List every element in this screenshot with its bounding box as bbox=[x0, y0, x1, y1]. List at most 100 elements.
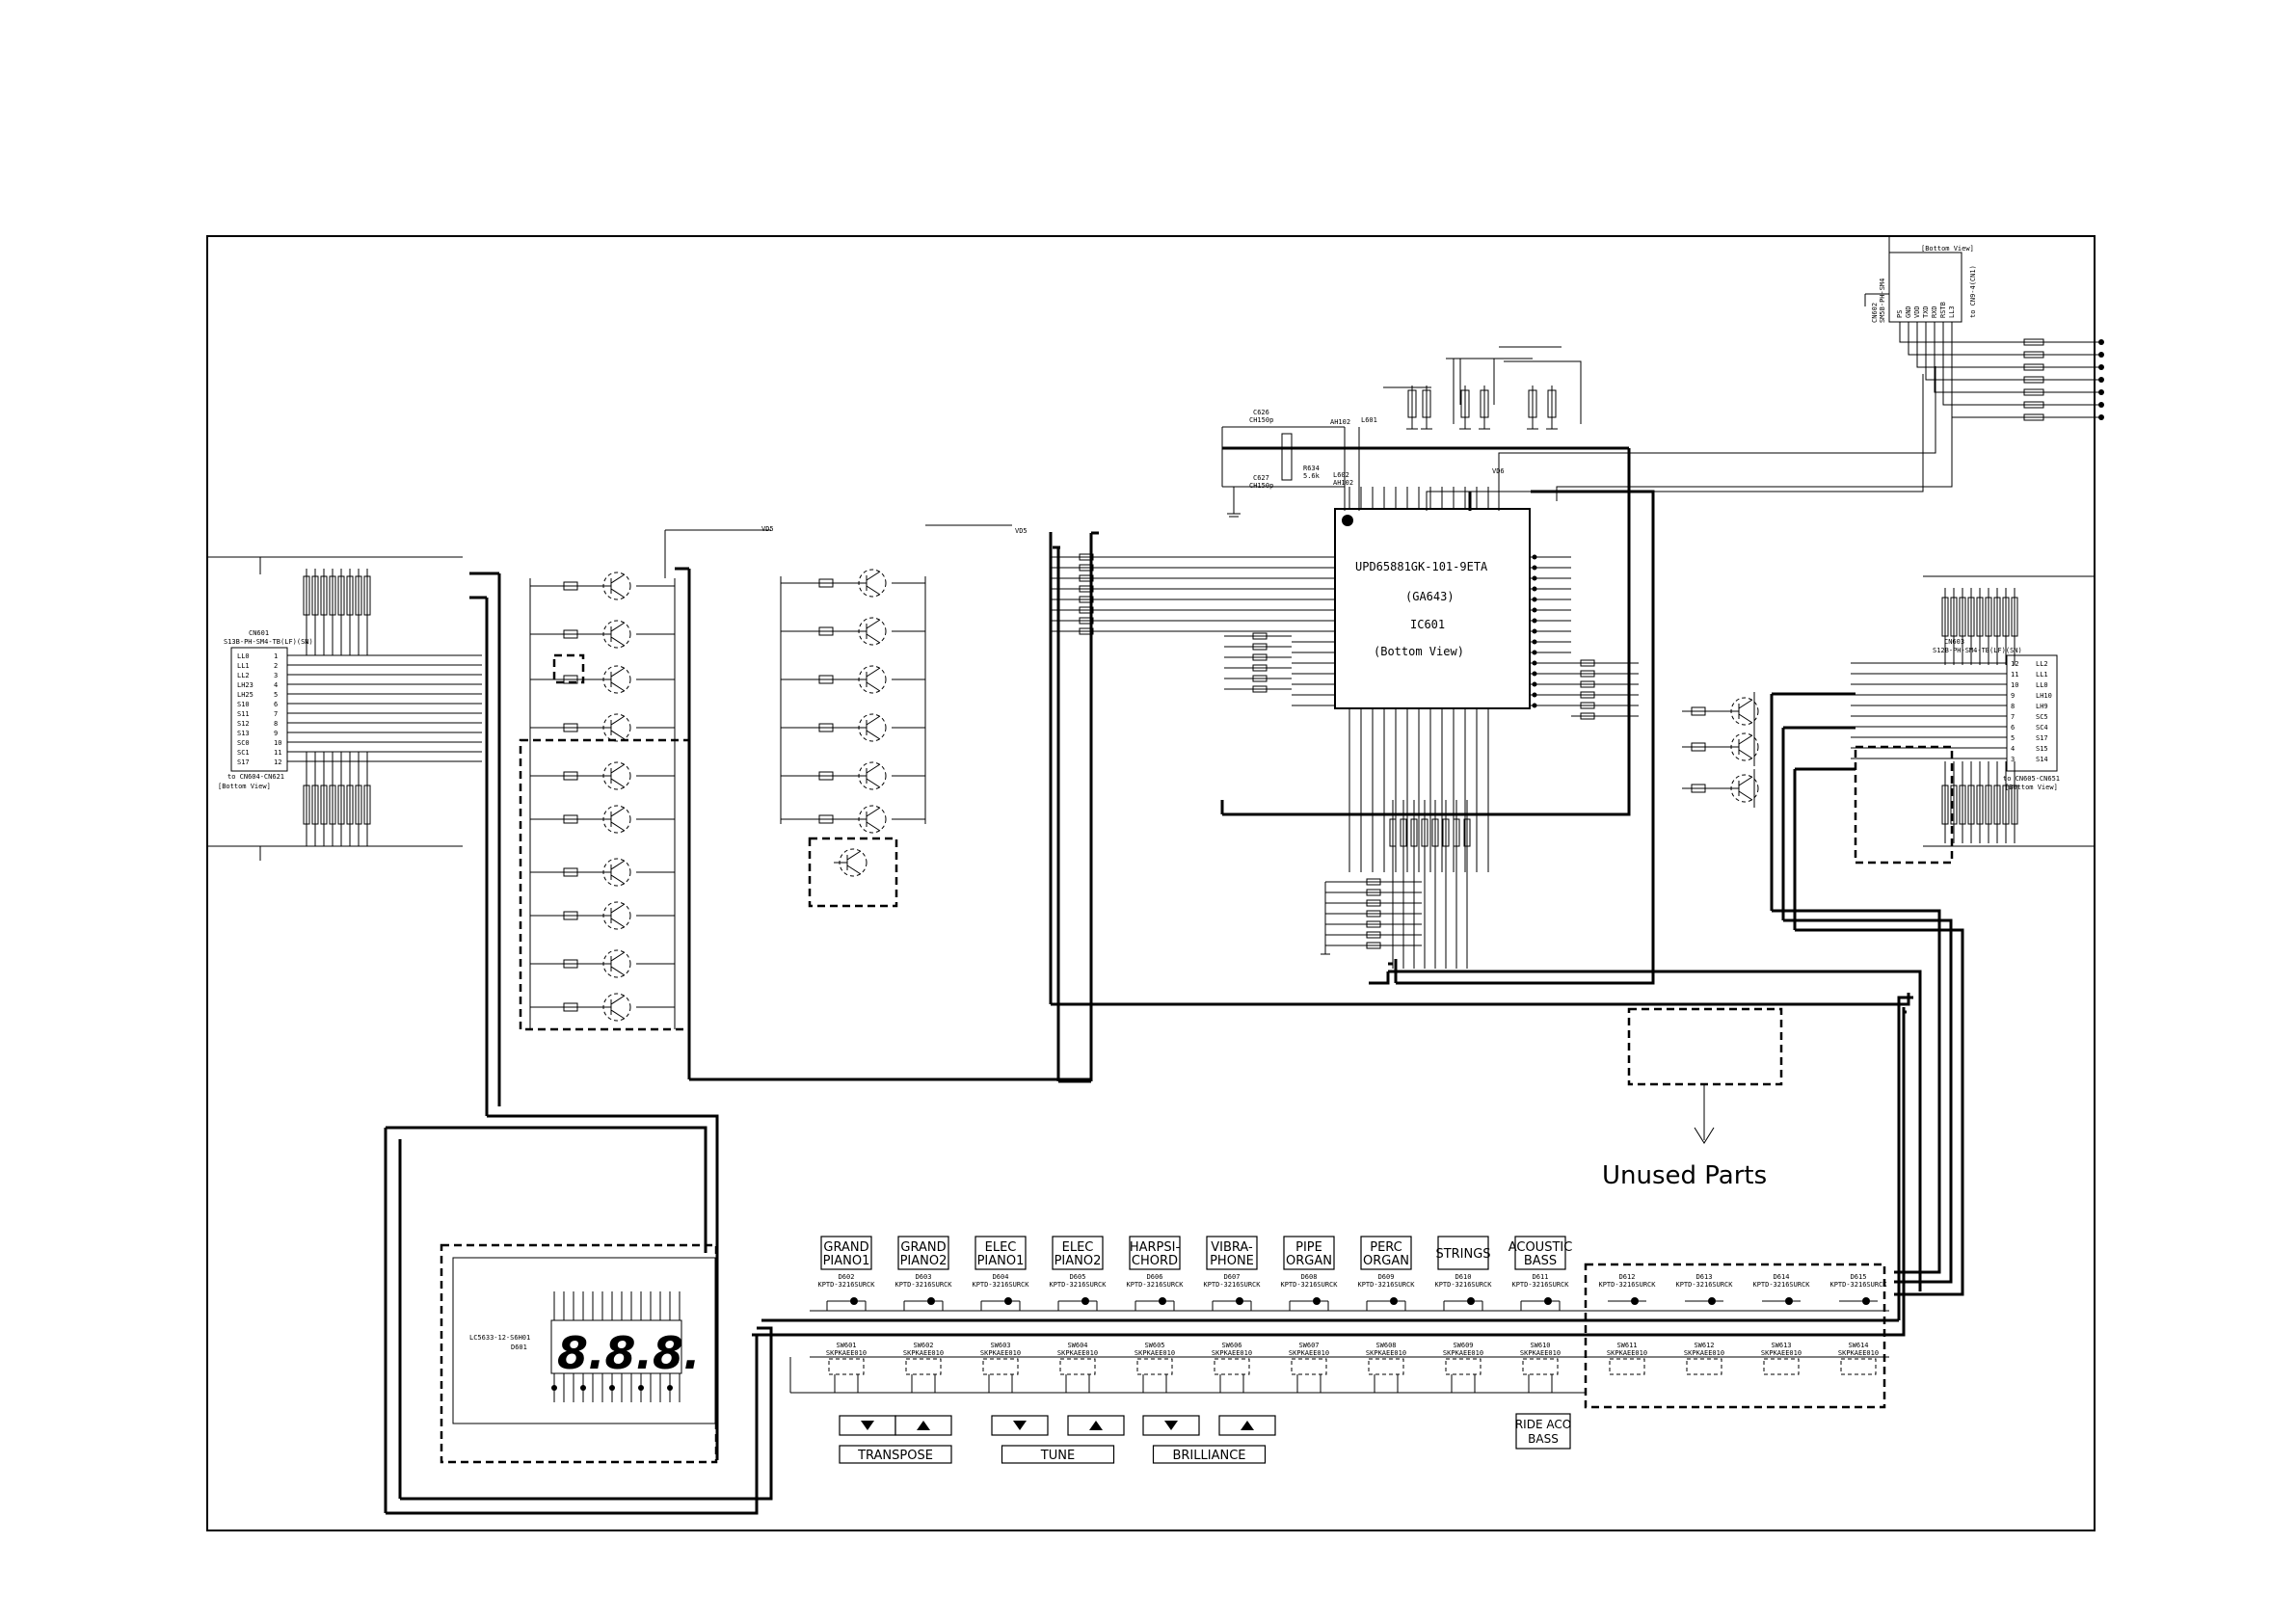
switch-ref: SW609 bbox=[1453, 1342, 1473, 1349]
cn603-pin-number: 9 bbox=[2011, 692, 2015, 700]
up-arrow-button bbox=[1067, 1415, 1125, 1436]
svg-text:CH150p: CH150p bbox=[1249, 482, 1273, 490]
svg-text:L601: L601 bbox=[1361, 416, 1377, 424]
voice-button-line2: ORGAN bbox=[1286, 1254, 1332, 1268]
transistor-bank-right bbox=[1682, 692, 1954, 865]
svg-text:C626: C626 bbox=[1253, 409, 1269, 416]
led-ref: D605 bbox=[1070, 1273, 1086, 1281]
display-ref: D601 bbox=[511, 1344, 527, 1351]
cn603-pin-label: S17 bbox=[2036, 734, 2048, 742]
cn601-note: to CN604-CN621 bbox=[227, 773, 284, 781]
led-part: KPTD-3216SURCK bbox=[1511, 1281, 1569, 1289]
switch-part: SKPKAEE010 bbox=[826, 1349, 867, 1357]
cn603-pin-label: LL2 bbox=[2036, 660, 2048, 668]
control-group-text: TUNE bbox=[1040, 1449, 1075, 1463]
led-ref: D603 bbox=[916, 1273, 932, 1281]
down-arrow-button bbox=[1142, 1415, 1200, 1436]
switch-row: SW601SKPKAEE010SW602SKPKAEE010SW603SKPKA… bbox=[826, 1342, 1879, 1393]
cn602-name: CN602 bbox=[1871, 303, 1879, 323]
led-ref: D610 bbox=[1455, 1273, 1472, 1281]
ic601: UPD65881GK-101-9ETA (GA643) IC601 (Botto… bbox=[1051, 487, 1639, 872]
down-arrow-button bbox=[839, 1415, 896, 1436]
cn601-pin-number: 9 bbox=[274, 730, 278, 737]
voice-button-line2: PIANO2 bbox=[900, 1254, 948, 1268]
svg-text:KPTD-3216SURCK: KPTD-3216SURCK bbox=[1675, 1281, 1733, 1289]
led-part: KPTD-3216SURCK bbox=[1357, 1281, 1415, 1289]
svg-text:CH150p: CH150p bbox=[1249, 416, 1273, 424]
cn601-pin-number: 2 bbox=[274, 662, 278, 670]
svg-text:L602: L602 bbox=[1333, 471, 1349, 479]
cn601-name: CN601 bbox=[249, 629, 269, 637]
cn603-pin-number: 4 bbox=[2011, 745, 2015, 753]
unused-parts-legend: Unused Parts bbox=[1602, 1007, 1783, 1190]
switch-ref: SW602 bbox=[913, 1342, 933, 1349]
switch-ref: SW608 bbox=[1375, 1342, 1396, 1349]
svg-text:R634: R634 bbox=[1303, 465, 1320, 472]
svg-text:SKPKAEE010: SKPKAEE010 bbox=[1607, 1349, 1647, 1357]
transistor-bank-left bbox=[519, 529, 771, 1031]
cn603-pin-label: S15 bbox=[2036, 745, 2048, 753]
svg-text:SKPKAEE010: SKPKAEE010 bbox=[1684, 1349, 1724, 1357]
led-ref: D607 bbox=[1224, 1273, 1241, 1281]
up-arrow-button bbox=[894, 1415, 952, 1436]
led-part: KPTD-3216SURCK bbox=[1126, 1281, 1184, 1289]
voice-button-line1: ELEC bbox=[985, 1240, 1017, 1255]
switch-ref: SW604 bbox=[1067, 1342, 1087, 1349]
cn601-pin-label: SC0 bbox=[237, 739, 250, 747]
control-group-text: TRANSPOSE bbox=[857, 1449, 933, 1463]
svg-text:AH102: AH102 bbox=[1333, 479, 1353, 487]
cn603-pin-label: SC4 bbox=[2036, 724, 2048, 732]
cn603-pin-label: LH9 bbox=[2036, 703, 2048, 710]
svg-text:KPTD-3216SURCK: KPTD-3216SURCK bbox=[1752, 1281, 1810, 1289]
cn602-pin-label: RSTB bbox=[1939, 302, 1947, 318]
led-part: KPTD-3216SURCK bbox=[1049, 1281, 1107, 1289]
led-part: KPTD-3216SURCK bbox=[972, 1281, 1029, 1289]
cn601-pin-label: LH25 bbox=[237, 691, 254, 699]
switch-part: SKPKAEE010 bbox=[903, 1349, 944, 1357]
vd5-mid: VD5 bbox=[1015, 527, 1028, 535]
switch-part: SKPKAEE010 bbox=[980, 1349, 1021, 1357]
voice-button-line2: PIANO1 bbox=[977, 1254, 1025, 1268]
cn602-pin-label: RXD bbox=[1931, 306, 1938, 318]
cn601-pin-number: 12 bbox=[274, 758, 281, 766]
cn601-pin-number: 8 bbox=[274, 720, 278, 728]
cn603-pin-label: LL0 bbox=[2036, 681, 2048, 689]
ic601-view: (Bottom View) bbox=[1374, 645, 1464, 658]
ride-line1: RIDE ACO bbox=[1515, 1418, 1571, 1431]
voice-button-line1: GRAND bbox=[823, 1240, 868, 1255]
cn601-pin-label: S17 bbox=[237, 758, 250, 766]
unused-switch-box bbox=[1584, 1263, 1886, 1409]
switch-part: SKPKAEE010 bbox=[1057, 1349, 1098, 1357]
svg-text:AH102: AH102 bbox=[1330, 418, 1350, 426]
display-digits: 8.8.8. bbox=[557, 1327, 700, 1379]
voice-button: VIBRA-PHONE bbox=[1206, 1236, 1258, 1270]
cn602-pin-label: LL3 bbox=[1948, 306, 1956, 318]
voice-button-line2: CHORD bbox=[1132, 1254, 1178, 1268]
cn601-pin-label: LH23 bbox=[237, 681, 254, 689]
cn601-view: [Bottom View] bbox=[218, 783, 271, 790]
svg-text:D613: D613 bbox=[1696, 1273, 1713, 1281]
cn603-pin-number: 6 bbox=[2011, 724, 2015, 732]
cn602-pin-label: TXD bbox=[1922, 306, 1930, 318]
voice-button-line1: VIBRA- bbox=[1211, 1240, 1253, 1255]
